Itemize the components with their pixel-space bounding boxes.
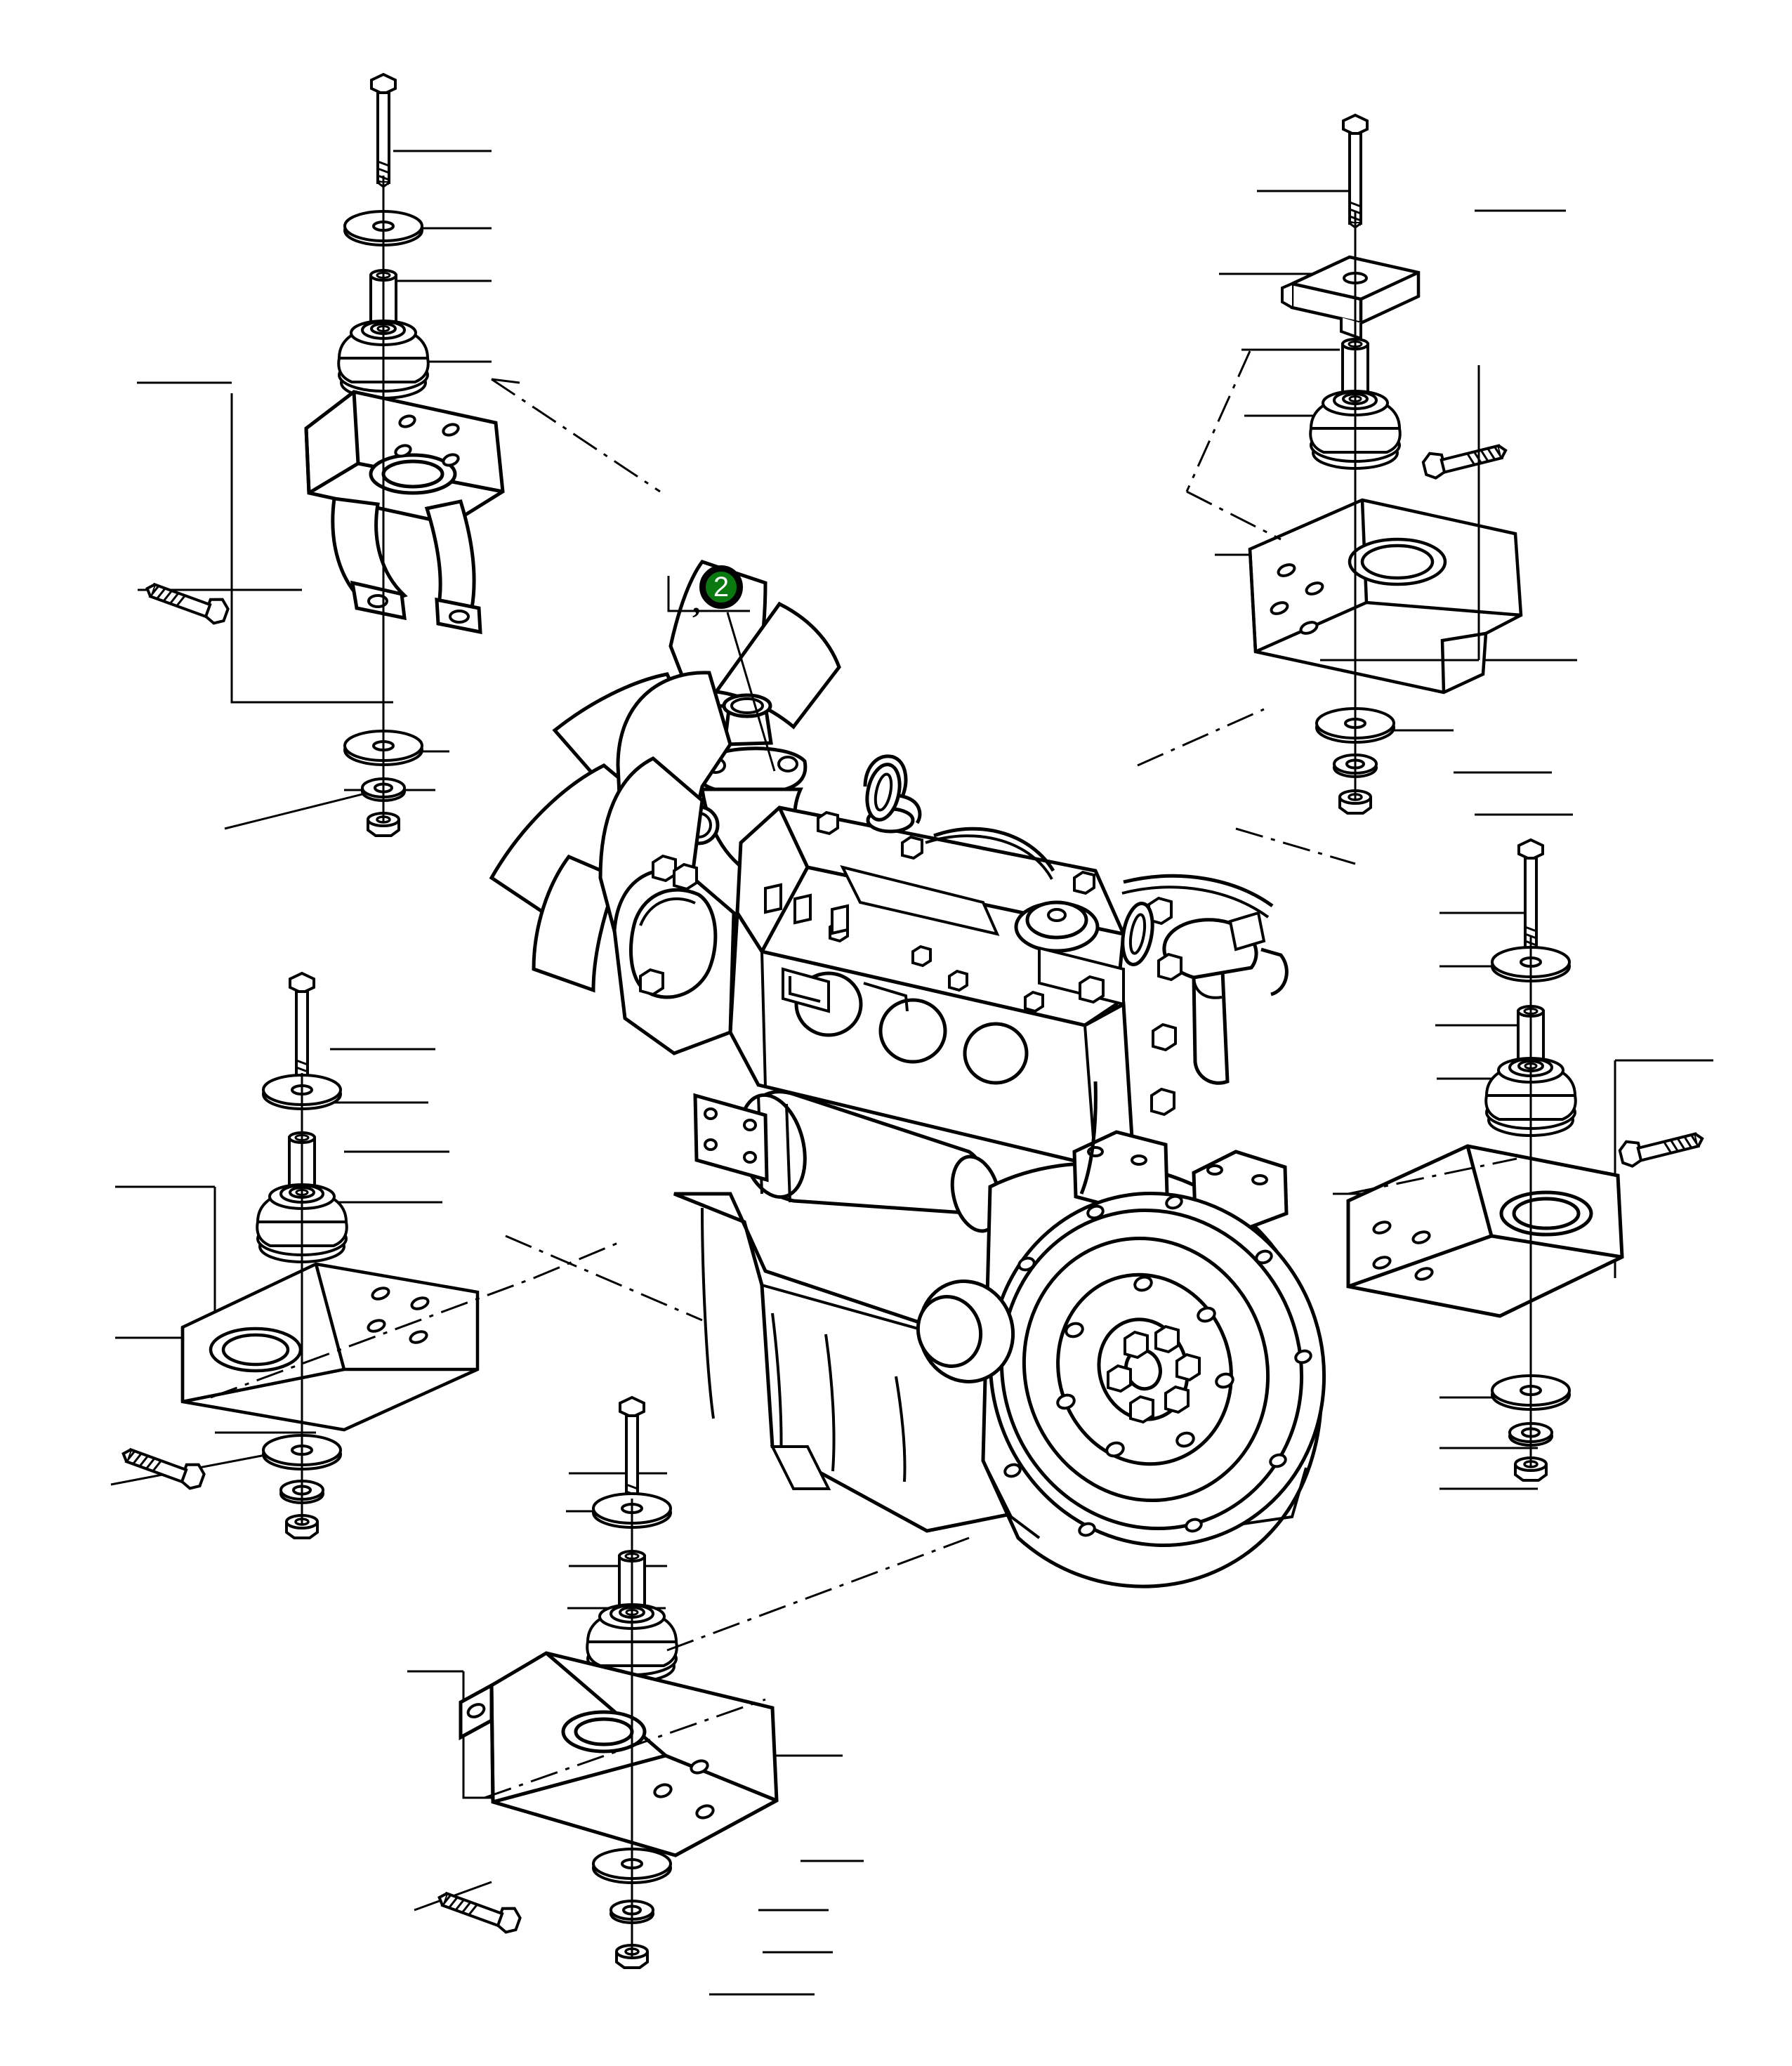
fuel-line [1123,874,1274,908]
callout-2-leader [667,576,776,772]
dipstick-tube [1079,1081,1098,1195]
crank-hub [916,1279,1015,1383]
engine-assembly [489,560,1326,1588]
mount-upper-right [1137,114,1577,816]
fuel-line-2 [1121,886,1270,919]
valve-cover [735,754,1126,1027]
chain-dash-axis [1137,350,1282,767]
assembly-axis [382,176,520,822]
injection-pump-housing [612,854,736,1055]
callout-separator: , [692,584,701,619]
mount-lower-right [1235,827,1713,1490]
mount-bracket [1346,1144,1624,1318]
chain-dash-axis [491,378,703,1322]
assembly-axis [1320,211,1480,801]
callout-badge-2[interactable]: 2 [699,565,743,609]
lifting-eye-rear-hole [1128,913,1147,955]
mount-upper-left [137,73,703,1322]
flywheel-center-bolts [1107,1324,1201,1424]
manifold-bolts [1147,896,1182,1117]
flywheel [988,1191,1326,1548]
chain-dash-axis [1235,827,1517,1195]
mount-lower-left [110,972,619,1539]
oil-pan [673,1192,1041,1533]
mount-bracket [459,1651,779,1857]
mount-bracket [304,390,505,635]
chain-dash-axis [210,1242,619,1399]
flywheel-bolt-holes [1056,1275,1234,1458]
chain-dash-axis [484,1537,970,1799]
mount-bottom-center [407,1396,970,1996]
